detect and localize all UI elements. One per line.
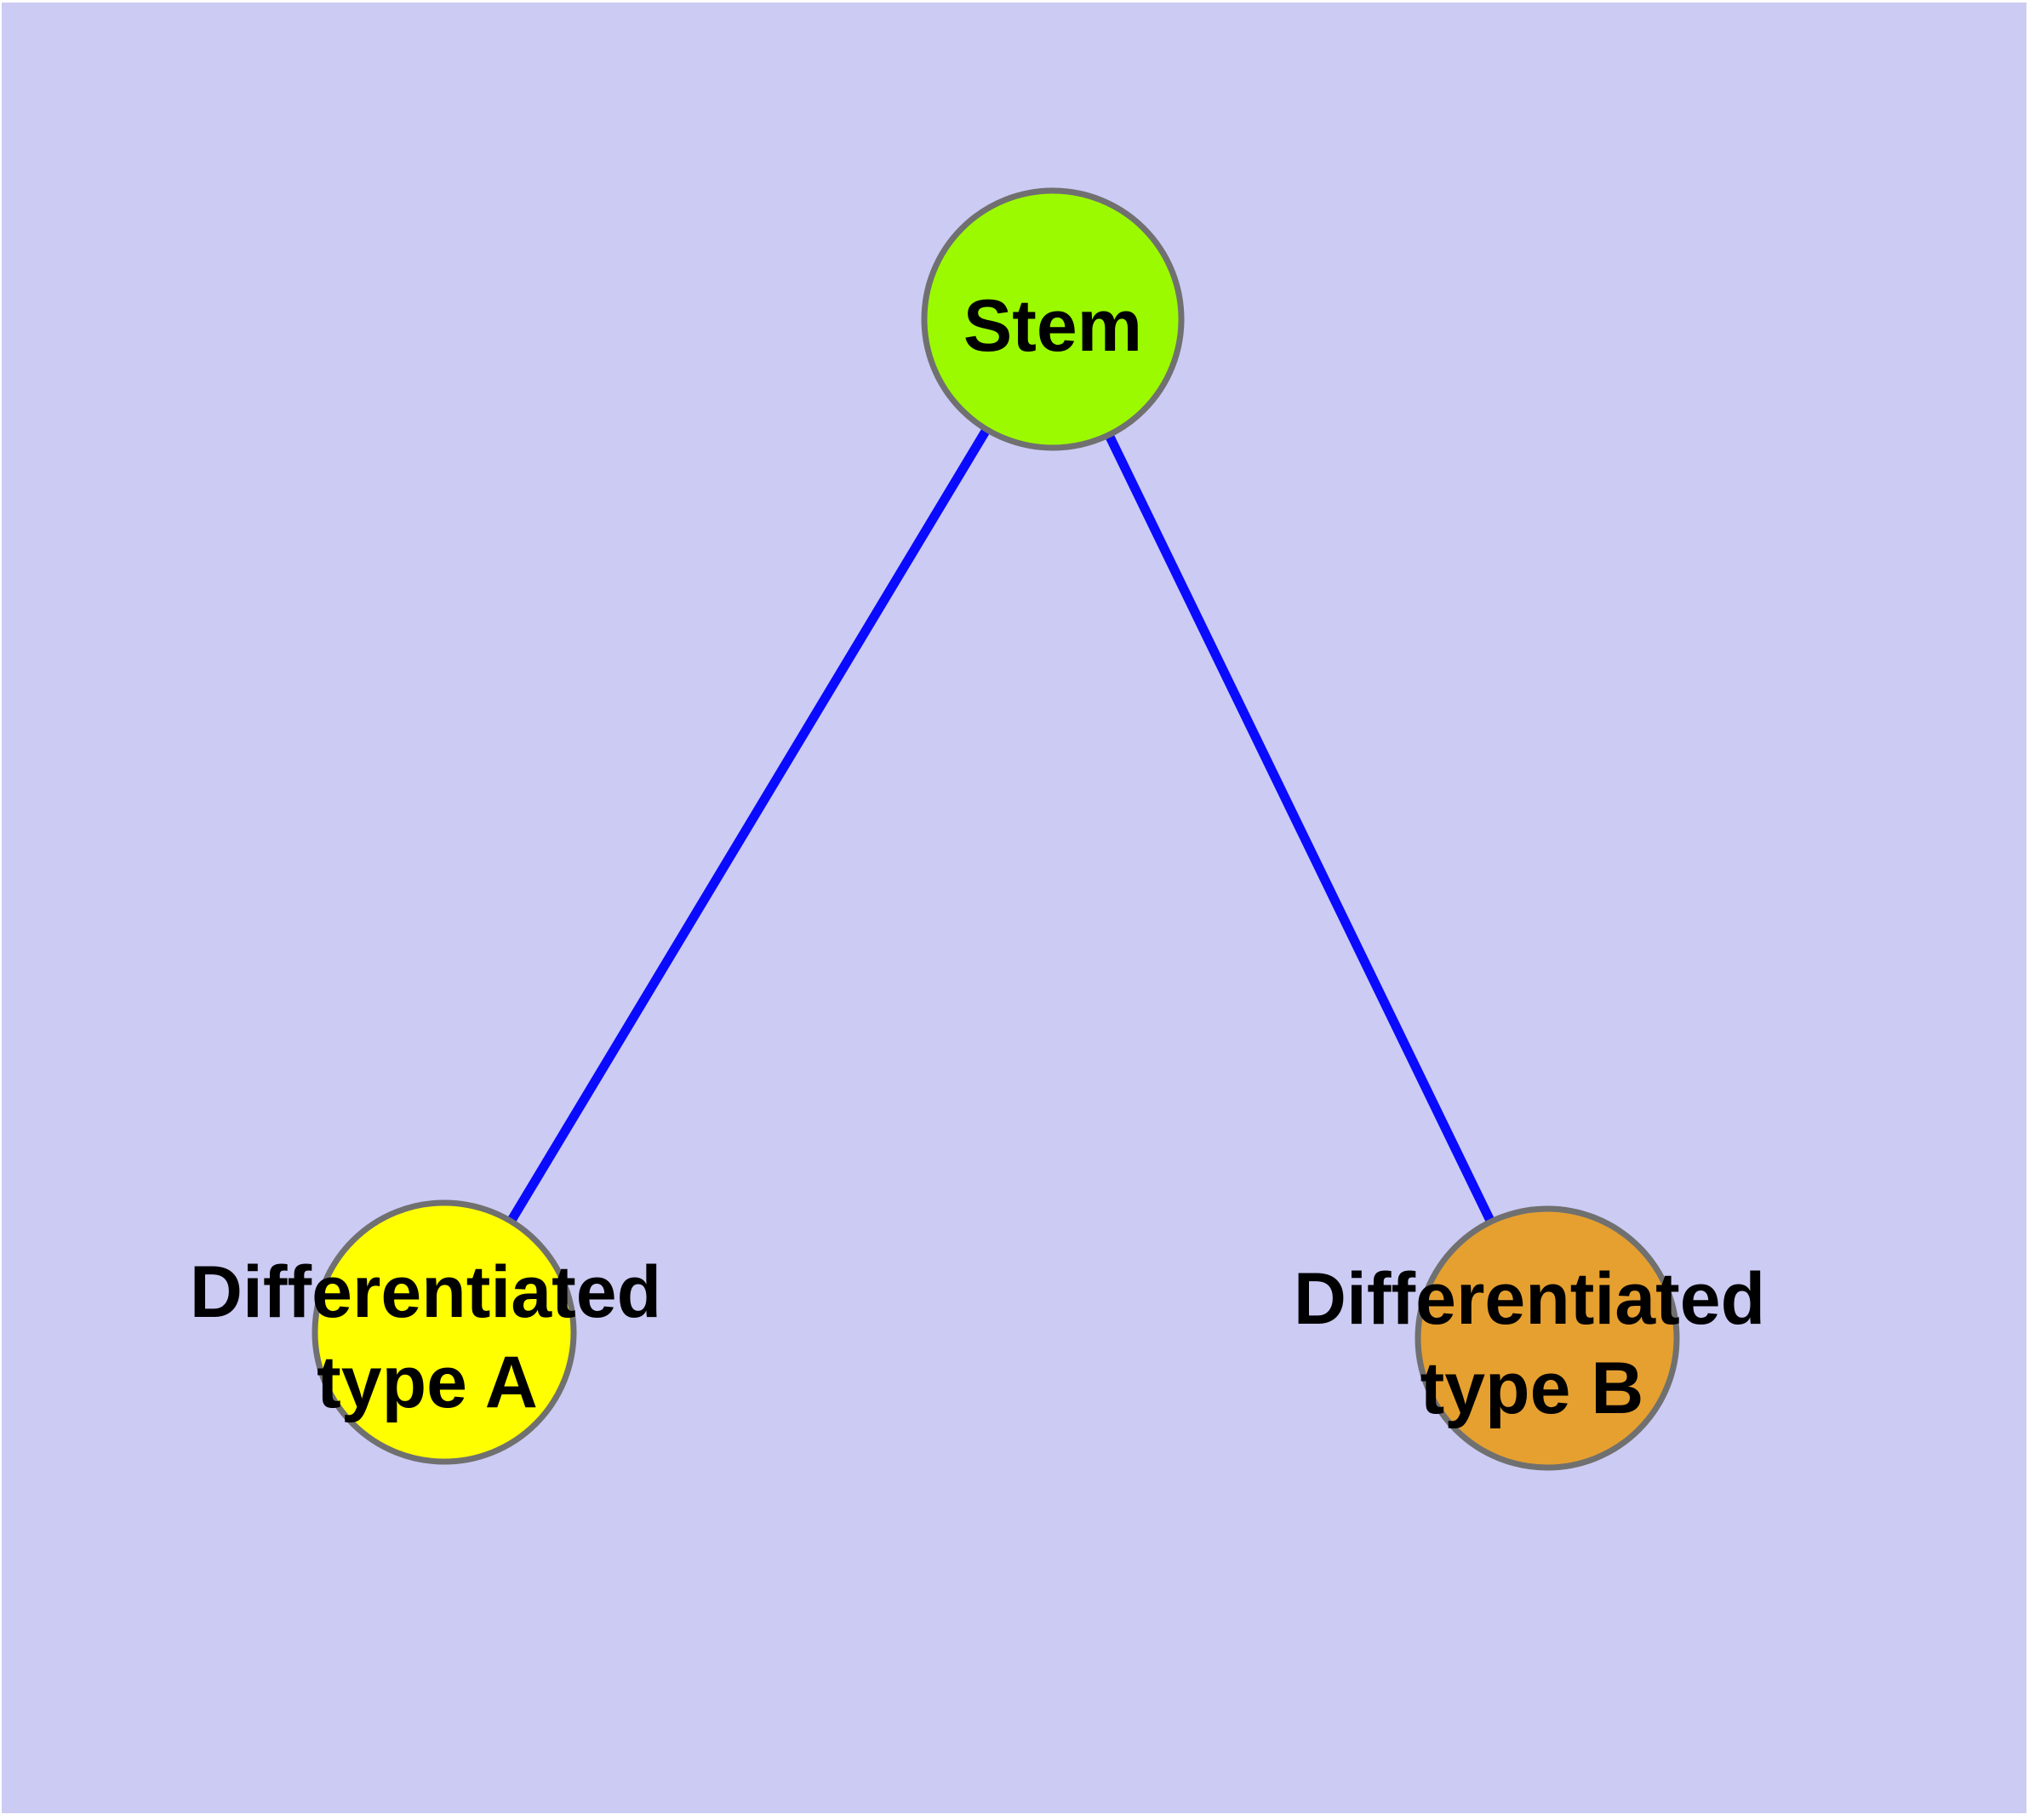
node-type-a-label-line1: Differentiated — [190, 1251, 661, 1333]
edge-stem-to-type-b — [1049, 317, 1552, 1341]
node-type-b-label-line2: type B — [1420, 1348, 1644, 1429]
node-stem-label: Stem — [963, 285, 1142, 367]
node-type-b-label-line1: Differentiated — [1294, 1258, 1765, 1340]
node-stem-circle — [921, 187, 1185, 451]
node-type-a-circle — [311, 1199, 577, 1465]
node-type-a-label-line2: type A — [317, 1342, 538, 1423]
edge-stem-to-type-a — [440, 317, 1057, 1335]
node-type-b-circle — [1415, 1205, 1680, 1471]
